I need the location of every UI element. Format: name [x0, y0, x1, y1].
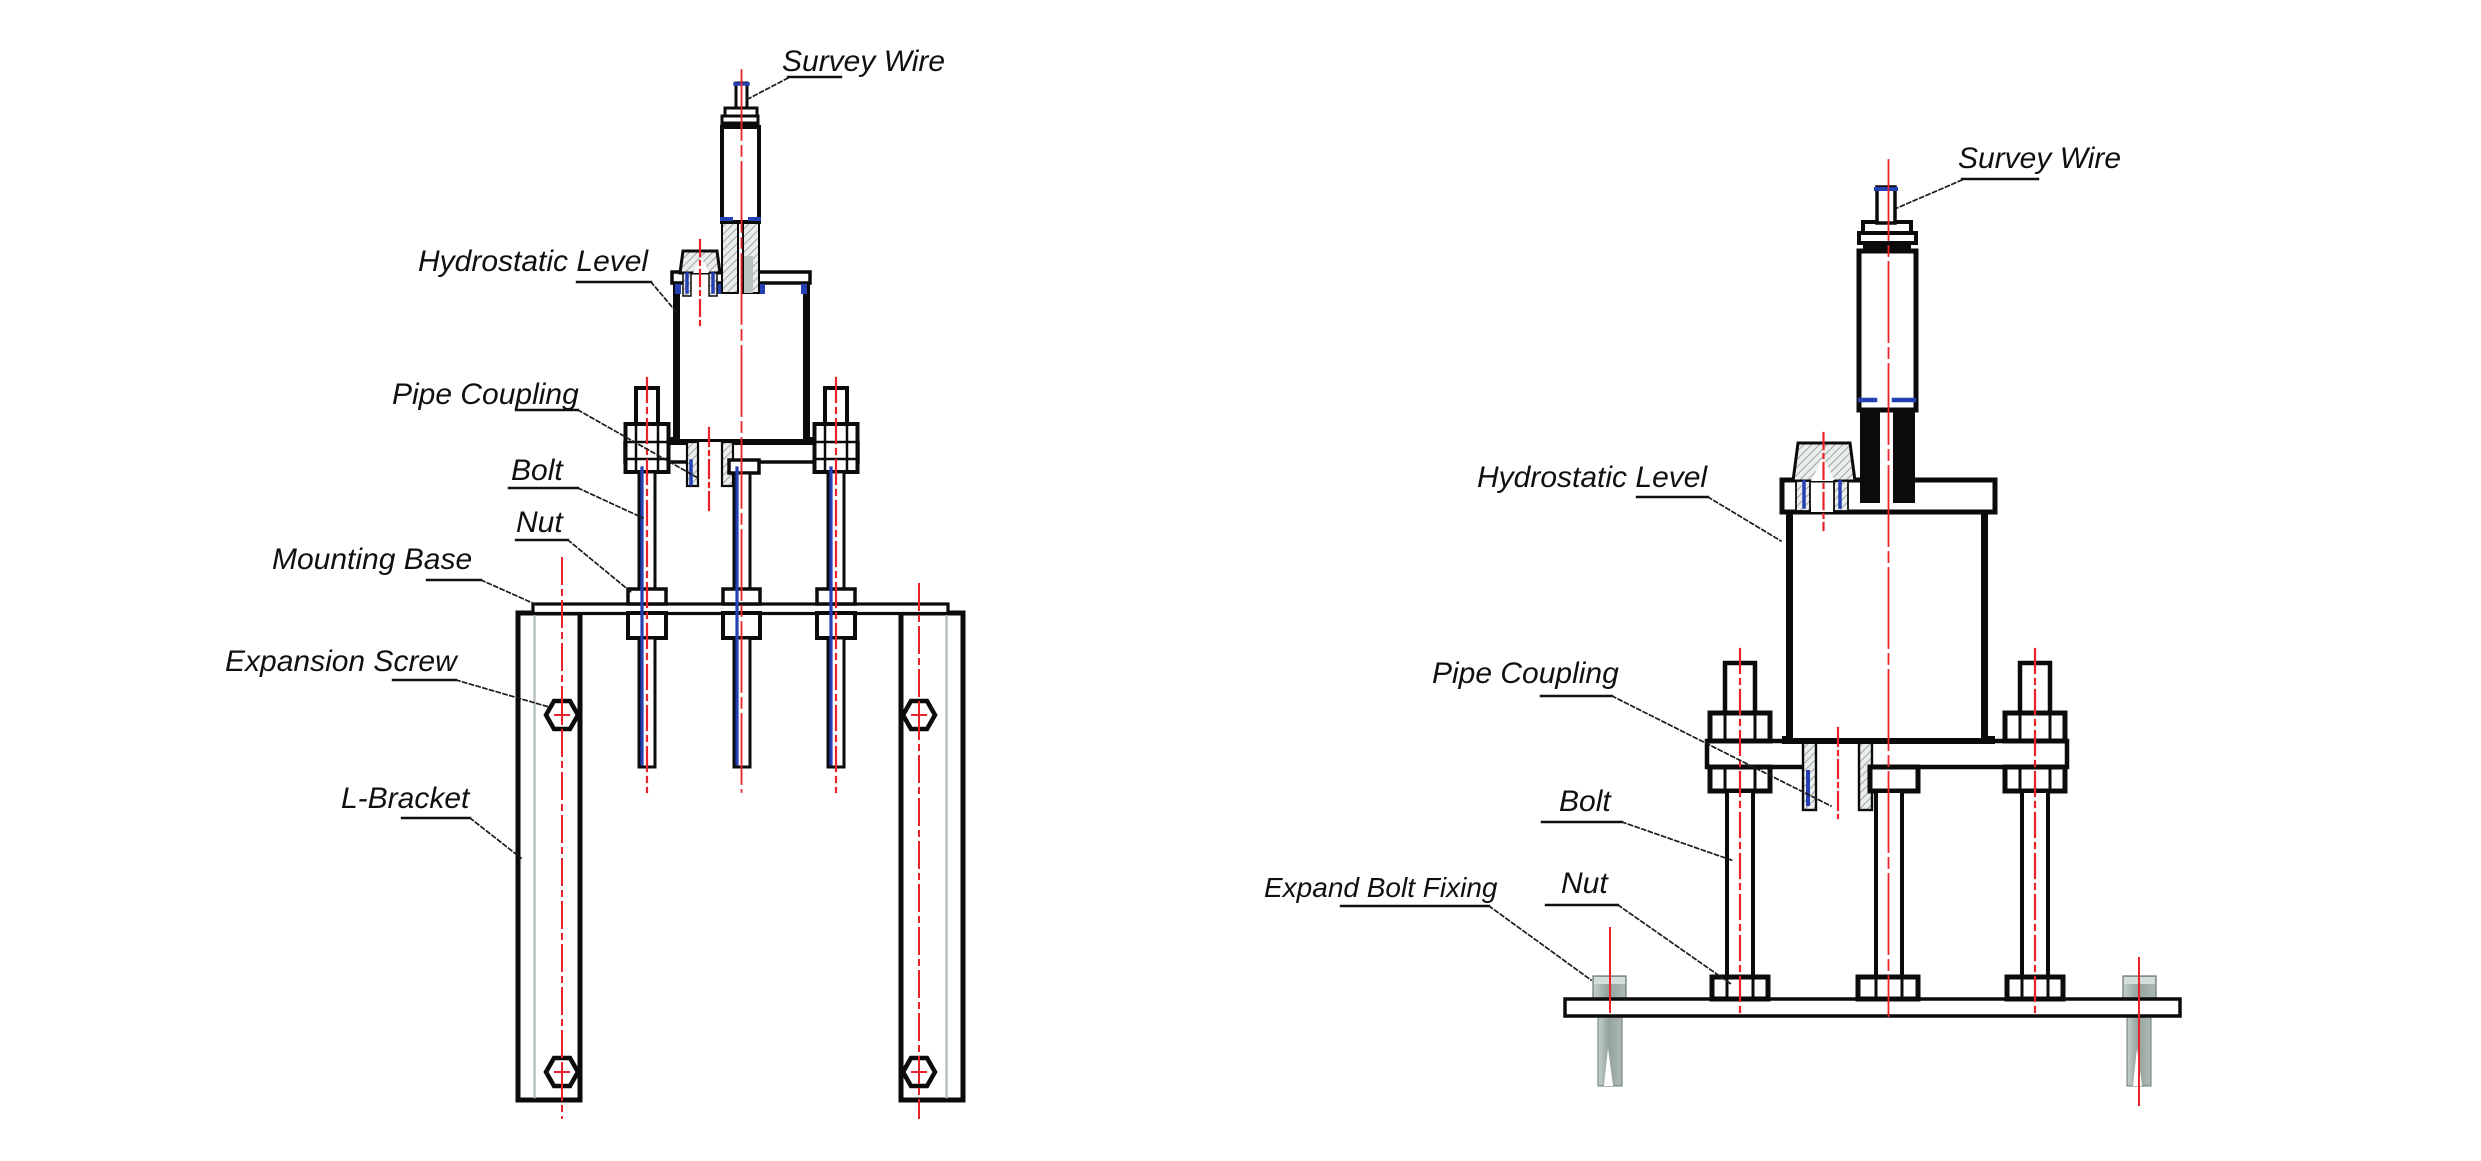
- filler-port: [1791, 431, 1857, 532]
- l-bracket: [515, 610, 966, 1103]
- label-nut-right: Nut: [1561, 867, 1608, 900]
- label-pipe-coupling-right: Pipe Coupling: [1432, 657, 1619, 690]
- label-nut-left: Nut: [516, 506, 563, 539]
- left-annotations: [391, 75, 843, 860]
- label-bolt-left: Bolt: [511, 454, 563, 487]
- filler-port: [678, 238, 722, 332]
- right-annotations: [1339, 177, 2040, 986]
- label-expansion-screw: Expansion Screw: [225, 645, 457, 678]
- right-figure: [1339, 159, 2182, 1106]
- label-bolt-right: Bolt: [1559, 785, 1611, 818]
- expansion-screws: [543, 557, 938, 1119]
- base-plate: [1563, 997, 2182, 1018]
- label-l-bracket: L-Bracket: [341, 782, 470, 815]
- sensor-probe: [720, 81, 761, 294]
- hydrostatic-level-vessel: [668, 270, 818, 445]
- label-survey-wire-left: Survey Wire: [782, 45, 946, 78]
- right-centerlines: [1609, 159, 2140, 1106]
- flange-plate: [1704, 738, 2070, 770]
- label-survey-wire-right: Survey Wire: [1958, 142, 2122, 175]
- label-hydrostatic-level-right: Hydrostatic Level: [1477, 461, 1708, 494]
- sensor-probe: [1856, 185, 1919, 503]
- label-pipe-coupling-left: Pipe Coupling: [392, 378, 579, 411]
- label-mounting-base: Mounting Base: [272, 543, 473, 576]
- label-expand-bolt-fixing: Expand Bolt Fixing: [1264, 872, 1498, 903]
- bolt-left: [623, 376, 671, 794]
- left-figure: [391, 69, 966, 1119]
- label-hydrostatic-level-left: Hydrostatic Level: [418, 245, 649, 278]
- bolt-right: [812, 376, 860, 794]
